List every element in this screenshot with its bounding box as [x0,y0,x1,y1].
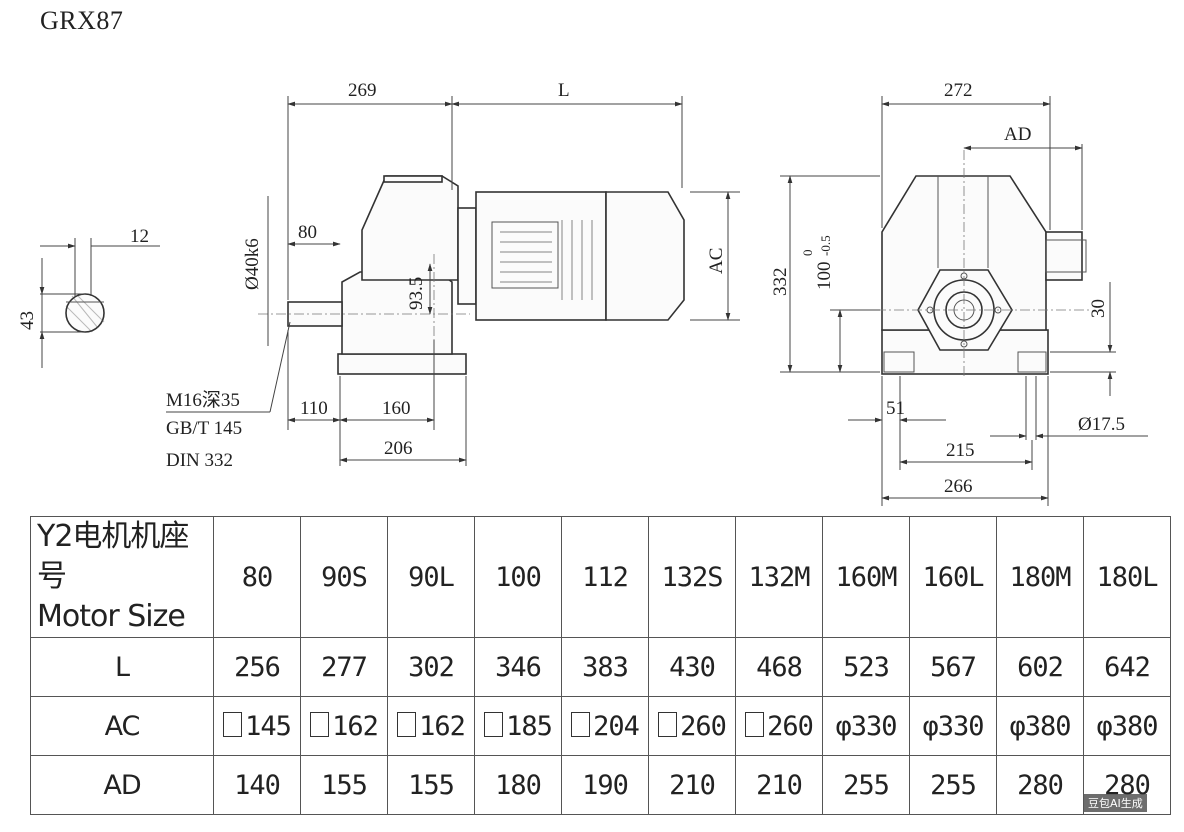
size-cell: 132M [735,516,823,638]
motor-size-table: Y2电机机座号 Motor Size 80 90S 90L 100 112 13… [30,516,1171,815]
keyway-width-label: 12 [130,226,149,247]
AD-value: 140 [213,755,301,815]
height-100-label: 100 [814,262,835,291]
size-cell: 112 [561,516,649,638]
AD-value: 255 [909,755,997,815]
square-section-icon [223,711,243,737]
standard-note-din: DIN 332 [166,450,233,471]
L-value: 302 [387,637,475,697]
row-label: L [30,637,214,697]
length-206-label: 206 [384,438,413,459]
L-value: 383 [561,637,649,697]
AC-value: 145 [213,696,301,756]
square-section-icon [571,711,591,737]
shaft-diameter-label: Ø40k6 [242,238,263,290]
shaft-cross-section: 12 43 [17,226,160,368]
header-label-cn: Y2电机机座号 [37,519,189,594]
AC-value: 204 [561,696,649,756]
table-row-AD: AD 140 155 155 180 190 210 210 255 255 2… [30,755,1171,815]
square-section-icon [658,711,678,737]
AC-value: 162 [300,696,388,756]
shaft-height-label: 43 [17,311,38,330]
size-cell: 180L [1083,516,1171,638]
AC-value: φ380 [996,696,1084,756]
tolerance-lower: -0.5 [818,235,833,256]
AD-value: 210 [735,755,823,815]
L-value: 277 [300,637,388,697]
height-332-label: 332 [770,268,791,297]
AD-value: 155 [387,755,475,815]
length-L-label: L [558,80,570,101]
L-value: 430 [648,637,736,697]
size-cell: 100 [474,516,562,638]
size-cell: 180M [996,516,1084,638]
gear-reducer-drawing: 12 43 269 [17,80,1148,506]
side-view: 269 L Ø40k6 80 93.5 AC 110 160 206 M16深3… [166,80,740,471]
foot-height-label: 30 [1088,299,1109,318]
center-height-label: 93.5 [406,277,427,310]
L-value: 602 [996,637,1084,697]
tolerance-upper: 0 [800,250,815,257]
AD-value: 190 [561,755,649,815]
table-row-L: L 256 277 302 346 383 430 468 523 567 60… [30,637,1171,697]
L-value: 523 [822,637,910,697]
size-cell: 90L [387,516,475,638]
AD-value: 155 [300,755,388,815]
row-label: AD [30,755,214,815]
AC-value: 260 [735,696,823,756]
header-label-en: Motor Size [37,599,186,634]
square-section-icon [397,711,417,737]
AC-value: 260 [648,696,736,756]
length-266-label: 266 [944,476,973,497]
length-215-label: 215 [946,440,975,461]
size-cell: 132S [648,516,736,638]
row-label: AC [30,696,214,756]
hole-diameter-label: Ø17.5 [1078,414,1125,435]
length-51-label: 51 [886,398,905,419]
L-value: 642 [1083,637,1171,697]
size-cell: 160M [822,516,910,638]
AC-value: φ330 [822,696,910,756]
length-110-label: 110 [300,398,328,419]
square-section-icon [484,711,504,737]
AC-value: 162 [387,696,475,756]
width-272-label: 272 [944,80,973,101]
AD-value: 210 [648,755,736,815]
L-value: 468 [735,637,823,697]
watermark: 豆包AI生成 [1084,794,1147,812]
size-cell: 80 [213,516,301,638]
ac-label: AC [706,248,727,274]
L-value: 346 [474,637,562,697]
thread-note: M16深35 [166,389,240,411]
AC-value: φ330 [909,696,997,756]
size-cell: 160L [909,516,997,638]
length-160-label: 160 [382,398,411,419]
standard-note-gb: GB/T 145 [166,418,242,439]
drawing-title: GRX87 [40,6,124,35]
ad-label: AD [1004,124,1031,145]
size-cell: 90S [300,516,388,638]
table-header-row: Y2电机机座号 Motor Size 80 90S 90L 100 112 13… [30,516,1171,638]
AD-value: 255 [822,755,910,815]
length-269-label: 269 [348,80,377,101]
L-value: 567 [909,637,997,697]
length-80-label: 80 [298,222,317,243]
AC-value: φ380 [1083,696,1171,756]
end-view: 272 AD 332 100 0 -0.5 30 51 Ø17.5 [770,80,1148,506]
AD-value: 280 [996,755,1084,815]
AC-value: 185 [474,696,562,756]
AD-value: 180 [474,755,562,815]
L-value: 256 [213,637,301,697]
square-section-icon [745,711,765,737]
table-row-AC: AC 145 162 162 185 204 260 260 φ330 φ330… [30,696,1171,756]
square-section-icon [310,711,330,737]
header-label-cell: Y2电机机座号 Motor Size [30,516,214,638]
